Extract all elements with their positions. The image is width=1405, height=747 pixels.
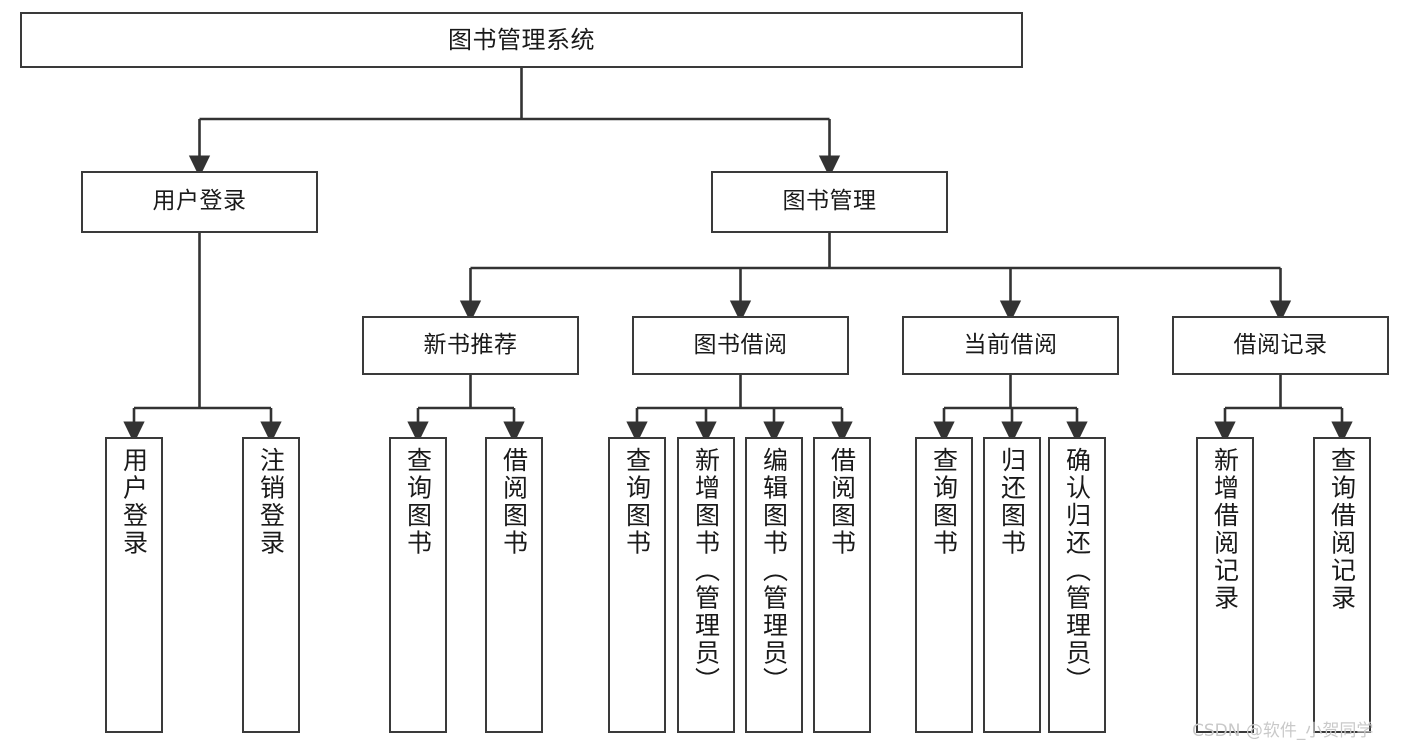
node-leaf-borrow-book-2-label: 借阅图书 (827, 447, 857, 557)
node-current-borrow-label: 当前借阅 (963, 331, 1058, 358)
node-leaf-borrow-book-1-label: 借阅图书 (499, 447, 529, 557)
node-book-manage[interactable]: 图书管理 (711, 171, 948, 233)
node-leaf-query-book-1-label: 查询图书 (403, 447, 433, 557)
node-leaf-add-book[interactable]: 新增图书（管理员） (677, 437, 735, 733)
node-book-manage-label: 图书管理 (782, 188, 877, 215)
node-root[interactable]: 图书管理系统 (20, 12, 1023, 68)
node-leaf-return-book-label: 归还图书 (997, 447, 1027, 557)
node-leaf-user-logout[interactable]: 注销登录 (242, 437, 300, 733)
node-book-borrow[interactable]: 图书借阅 (632, 316, 849, 375)
node-leaf-user-logout-label: 注销登录 (256, 447, 286, 557)
node-leaf-edit-book-label: 编辑图书（管理员） (759, 447, 789, 695)
csdn-watermark: CSDN @软件_小贺同学 (1192, 721, 1374, 741)
node-borrow-record[interactable]: 借阅记录 (1172, 316, 1389, 375)
node-leaf-return-book[interactable]: 归还图书 (983, 437, 1041, 733)
node-leaf-confirm-return[interactable]: 确认归还（管理员） (1048, 437, 1106, 733)
node-leaf-query-record-label: 查询借阅记录 (1327, 447, 1357, 612)
node-leaf-query-book-3[interactable]: 查询图书 (915, 437, 973, 733)
node-current-borrow[interactable]: 当前借阅 (902, 316, 1119, 375)
node-leaf-add-record-label: 新增借阅记录 (1210, 447, 1240, 612)
node-leaf-confirm-return-label: 确认归还（管理员） (1062, 447, 1092, 695)
node-leaf-add-record[interactable]: 新增借阅记录 (1196, 437, 1254, 733)
node-leaf-query-record[interactable]: 查询借阅记录 (1313, 437, 1371, 733)
node-leaf-borrow-book-1[interactable]: 借阅图书 (485, 437, 543, 733)
node-leaf-user-login[interactable]: 用户登录 (105, 437, 163, 733)
node-leaf-query-book-2-label: 查询图书 (622, 447, 652, 557)
edges-group (123, 68, 1353, 444)
node-leaf-borrow-book-2[interactable]: 借阅图书 (813, 437, 871, 733)
node-leaf-query-book-3-label: 查询图书 (929, 447, 959, 557)
node-user-login[interactable]: 用户登录 (81, 171, 318, 233)
node-leaf-add-book-label: 新增图书（管理员） (691, 447, 721, 695)
node-user-login-label: 用户登录 (152, 188, 247, 215)
node-borrow-record-label: 借阅记录 (1233, 331, 1328, 358)
node-root-label: 图书管理系统 (448, 25, 595, 54)
node-leaf-edit-book[interactable]: 编辑图书（管理员） (745, 437, 803, 733)
node-leaf-query-book-2[interactable]: 查询图书 (608, 437, 666, 733)
node-new-book-recommend-label: 新书推荐 (423, 331, 518, 358)
node-leaf-user-login-label: 用户登录 (119, 447, 149, 557)
node-new-book-recommend[interactable]: 新书推荐 (362, 316, 579, 375)
node-book-borrow-label: 图书借阅 (693, 331, 788, 358)
node-leaf-query-book-1[interactable]: 查询图书 (389, 437, 447, 733)
